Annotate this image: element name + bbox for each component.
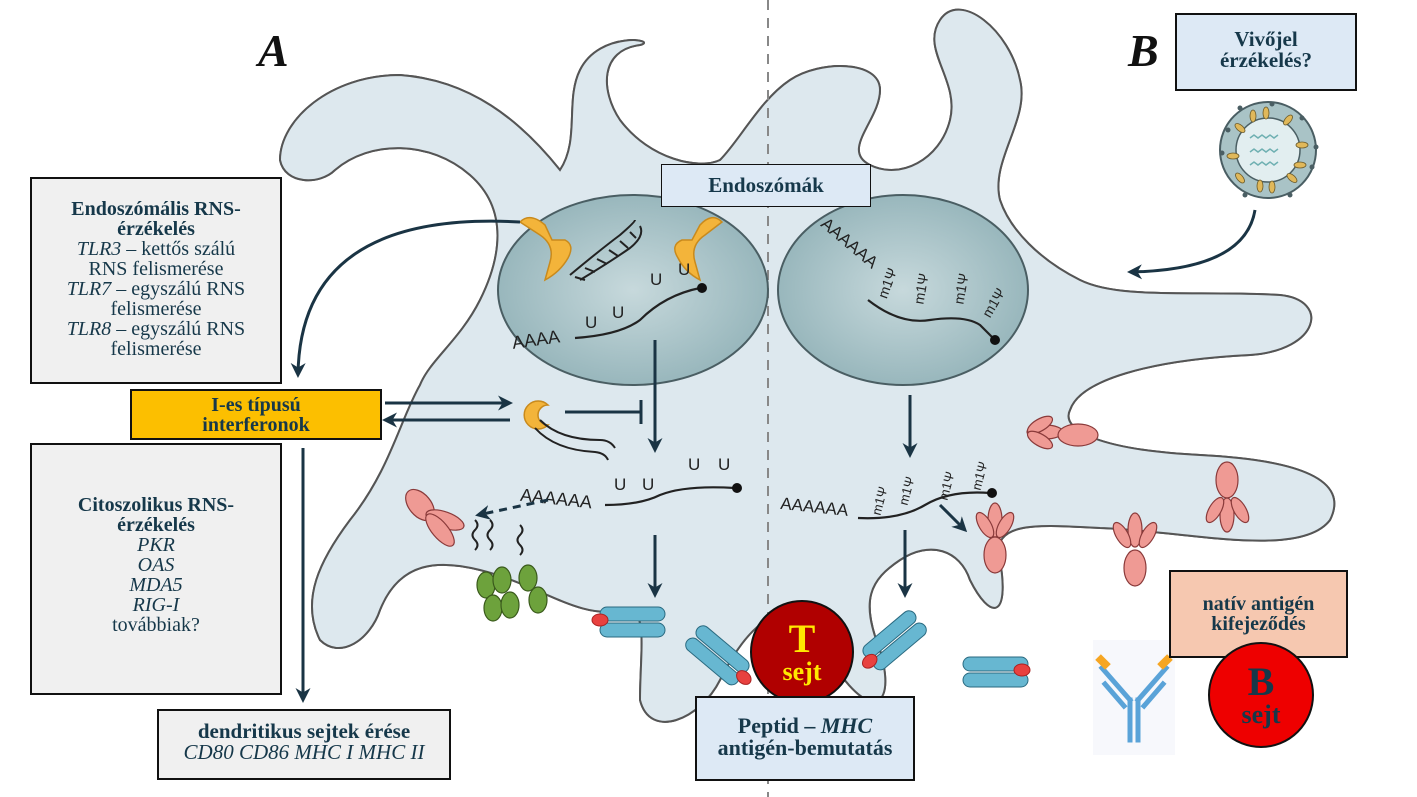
- mhc-molecule-icon: [685, 625, 752, 686]
- membrane-protein-green-icon: [471, 519, 548, 622]
- antigen-protein-icon: [1026, 415, 1099, 450]
- arrow-dashed-to-protein: [475, 498, 549, 520]
- cytosolic-gene-rig-i: RIG-I: [132, 594, 180, 616]
- cytosolic-gene-pkr: PKR: [137, 534, 175, 556]
- inhibition-line: [565, 400, 643, 424]
- svg-text:m1Ψ: m1Ψ: [969, 460, 991, 492]
- svg-text:U: U: [614, 475, 626, 494]
- cytosolic-sensing-box: Citoszolikus RNS- érzékelés PKR OAS MDA5…: [30, 443, 282, 695]
- endosomal-item-tlr7-desc: felismerése: [110, 298, 202, 320]
- interferon-line2: interferonok: [202, 414, 310, 436]
- endosomal-item-tlr3: TLR3 – kettős szálú: [76, 238, 236, 260]
- endosomal-item-tlr3-desc: RNS felismerése: [88, 258, 224, 280]
- carrier-line2: érzékelés?: [1219, 48, 1313, 72]
- maturation-line2: CD80 CD86 MHC I MHC II: [183, 740, 425, 764]
- maturation-line1: dendritikus sejtek érése: [197, 719, 411, 743]
- cytosolic-gene-mda5: MDA5: [129, 574, 183, 596]
- cytosolic-gene-oas: OAS: [137, 554, 175, 576]
- peptide-mhc-box: Peptid – MHC antigén-bemutatás: [695, 696, 915, 781]
- svg-text:U: U: [642, 475, 654, 494]
- endosomal-title-line1: Endoszómális RNS-: [71, 198, 241, 220]
- endosomal-sensing-box: Endoszómális RNS- érzékelés TLR3 – kettő…: [30, 177, 282, 384]
- svg-text:U: U: [585, 313, 597, 332]
- antigen-protein-icon: [405, 488, 465, 547]
- svg-text:U: U: [718, 455, 730, 474]
- b-cell-letter: B: [1247, 659, 1275, 704]
- endosomes-label: Endoszómák: [708, 173, 824, 197]
- interferon-line1: I-es típusú: [211, 394, 301, 416]
- t-cell-circle: T sejt: [750, 600, 854, 704]
- tlr-receptor-icon: [674, 216, 724, 282]
- svg-text:U: U: [688, 455, 700, 474]
- panel-label-a: A: [258, 25, 289, 76]
- antigen-protein-icon: [1205, 461, 1250, 533]
- native-antigen-line1: natív antigén: [1202, 593, 1315, 615]
- svg-text:m1Ψ: m1Ψ: [869, 485, 891, 517]
- endosomes-label-box: Endoszómák: [661, 164, 871, 207]
- peptide-mhc-line2: antigén-bemutatás: [717, 735, 893, 760]
- dsrna-icon: [569, 219, 643, 281]
- endosomal-item-tlr8: TLR8 – egyszálú RNS: [66, 318, 246, 340]
- mhc-molecule-icon: [861, 610, 927, 671]
- maturation-box: dendritikus sejtek érése CD80 CD86 MHC I…: [157, 709, 451, 780]
- endosomal-title-line2: érzékelés: [117, 218, 195, 240]
- t-cell-label: sejt: [782, 657, 822, 686]
- arrow-carrier-to-cell: [1127, 209, 1257, 280]
- svg-text:U: U: [650, 270, 662, 289]
- t-cell-letter: T: [788, 616, 816, 661]
- svg-text:m1Ψ: m1Ψ: [936, 470, 958, 502]
- lipid-nanoparticle-icon: [1219, 101, 1319, 199]
- mhc-molecule-icon: [962, 656, 1031, 688]
- svg-text:m1Ψ: m1Ψ: [896, 475, 918, 507]
- peptide-mhc-line1: Peptid – MHC: [737, 713, 873, 738]
- native-antigen-line2: kifejeződés: [1211, 613, 1306, 635]
- svg-text:m1Ψ: m1Ψ: [950, 272, 971, 305]
- mhc-molecule-icon: [591, 606, 666, 638]
- antigen-protein-icon: [975, 502, 1015, 574]
- cytosolic-footer: továbbiak?: [112, 614, 200, 636]
- carrier-sensing-box: Vivőjel érzékelés?: [1175, 13, 1357, 91]
- endosome-right: [777, 194, 1029, 386]
- svg-text:m1Ψ: m1Ψ: [910, 272, 931, 305]
- svg-text:U: U: [678, 260, 690, 279]
- cytosolic-title-line2: érzékelés: [117, 514, 195, 536]
- tlr-receptor-icon: [518, 216, 572, 282]
- b-cell-label: sejt: [1241, 700, 1281, 729]
- b-cell-circle: B sejt: [1208, 642, 1314, 748]
- antibody-icon: [1093, 640, 1175, 755]
- arrow-rna-to-protein: [938, 503, 968, 533]
- carrier-line1: Vivőjel: [1234, 27, 1298, 51]
- arrow-endosome-to-interferon: [290, 219, 521, 378]
- svg-text:U: U: [612, 303, 624, 322]
- panel-label-b: B: [1128, 25, 1159, 76]
- interferon-box: I-es típusú interferonok: [130, 389, 382, 440]
- antigen-protein-icon: [1112, 512, 1158, 587]
- endosomal-item-tlr7: TLR7 – egyszálú RNS: [66, 278, 246, 300]
- endosomal-item-tlr8-desc: felismerése: [110, 338, 202, 360]
- cytosolic-title-line1: Citoszolikus RNS-: [77, 494, 235, 516]
- cytosolic-sensor-icon: [523, 400, 616, 461]
